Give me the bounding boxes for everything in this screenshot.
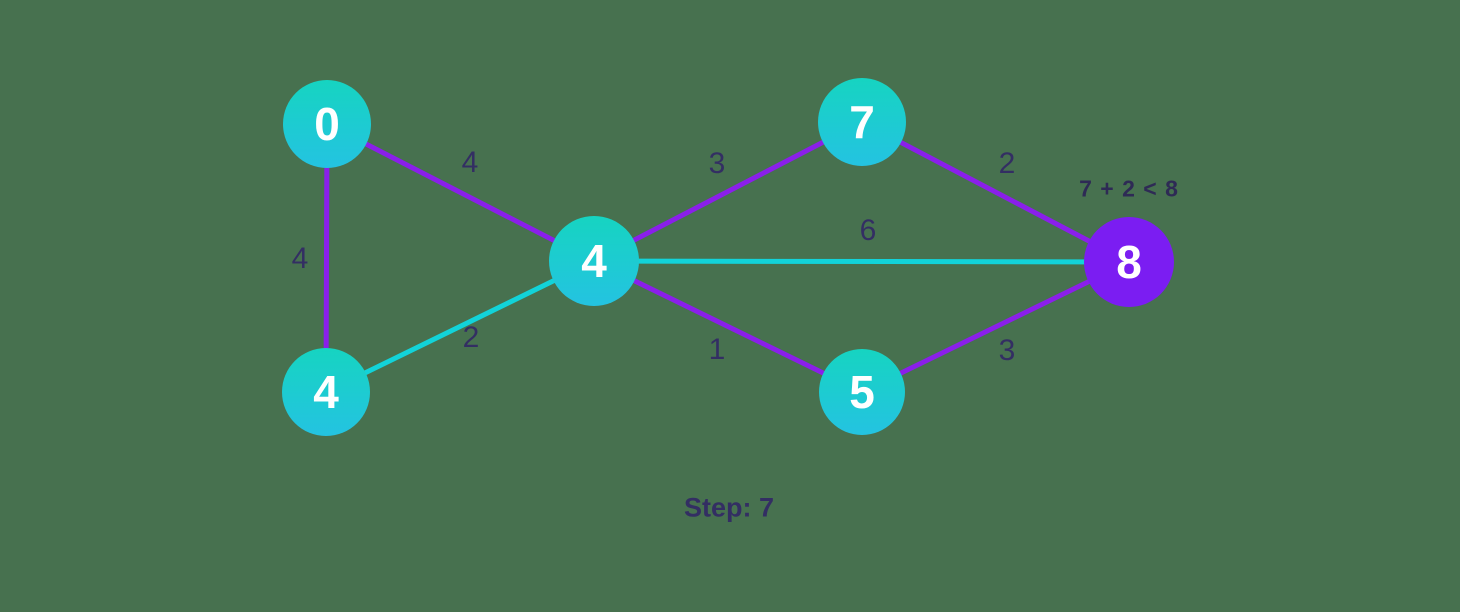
edge-node-4-center-node-5 <box>592 258 864 395</box>
edge-weight-node-4-center-node-7: 3 <box>708 147 726 180</box>
node-7: 7 <box>818 78 906 166</box>
step-label: Step: 7 <box>683 492 775 523</box>
node-4-left: 4 <box>282 348 370 436</box>
edge-node-7-node-8 <box>860 119 1131 265</box>
node-0: 0 <box>283 80 371 168</box>
edge-weight-node-4-center-node-8: 6 <box>859 214 877 247</box>
node-4-center: 4 <box>549 216 639 306</box>
edge-node-0-node-4-center <box>325 121 596 264</box>
edge-weight-node-7-node-8: 2 <box>998 147 1016 180</box>
edge-weight-node-4-center-node-5: 1 <box>708 333 726 366</box>
edge-node-4-left-node-4-center <box>324 258 596 395</box>
edge-weight-node-0-node-4-center: 4 <box>461 146 479 179</box>
node-5: 5 <box>819 349 905 435</box>
edge-node-4-center-node-7 <box>592 119 864 264</box>
edge-weight-node-5-node-8: 3 <box>998 334 1016 367</box>
edge-node-0-node-4-left <box>323 123 330 393</box>
node-8: 8 <box>1084 217 1174 307</box>
edge-node-4-center-node-8 <box>593 258 1130 265</box>
edge-node-5-node-8 <box>860 259 1131 395</box>
relaxation-annotation: 7 + 2 < 8 <box>1079 175 1179 202</box>
edge-weight-node-0-node-4-left: 4 <box>291 242 309 275</box>
edge-weight-node-4-left-node-4-center: 2 <box>462 321 480 354</box>
